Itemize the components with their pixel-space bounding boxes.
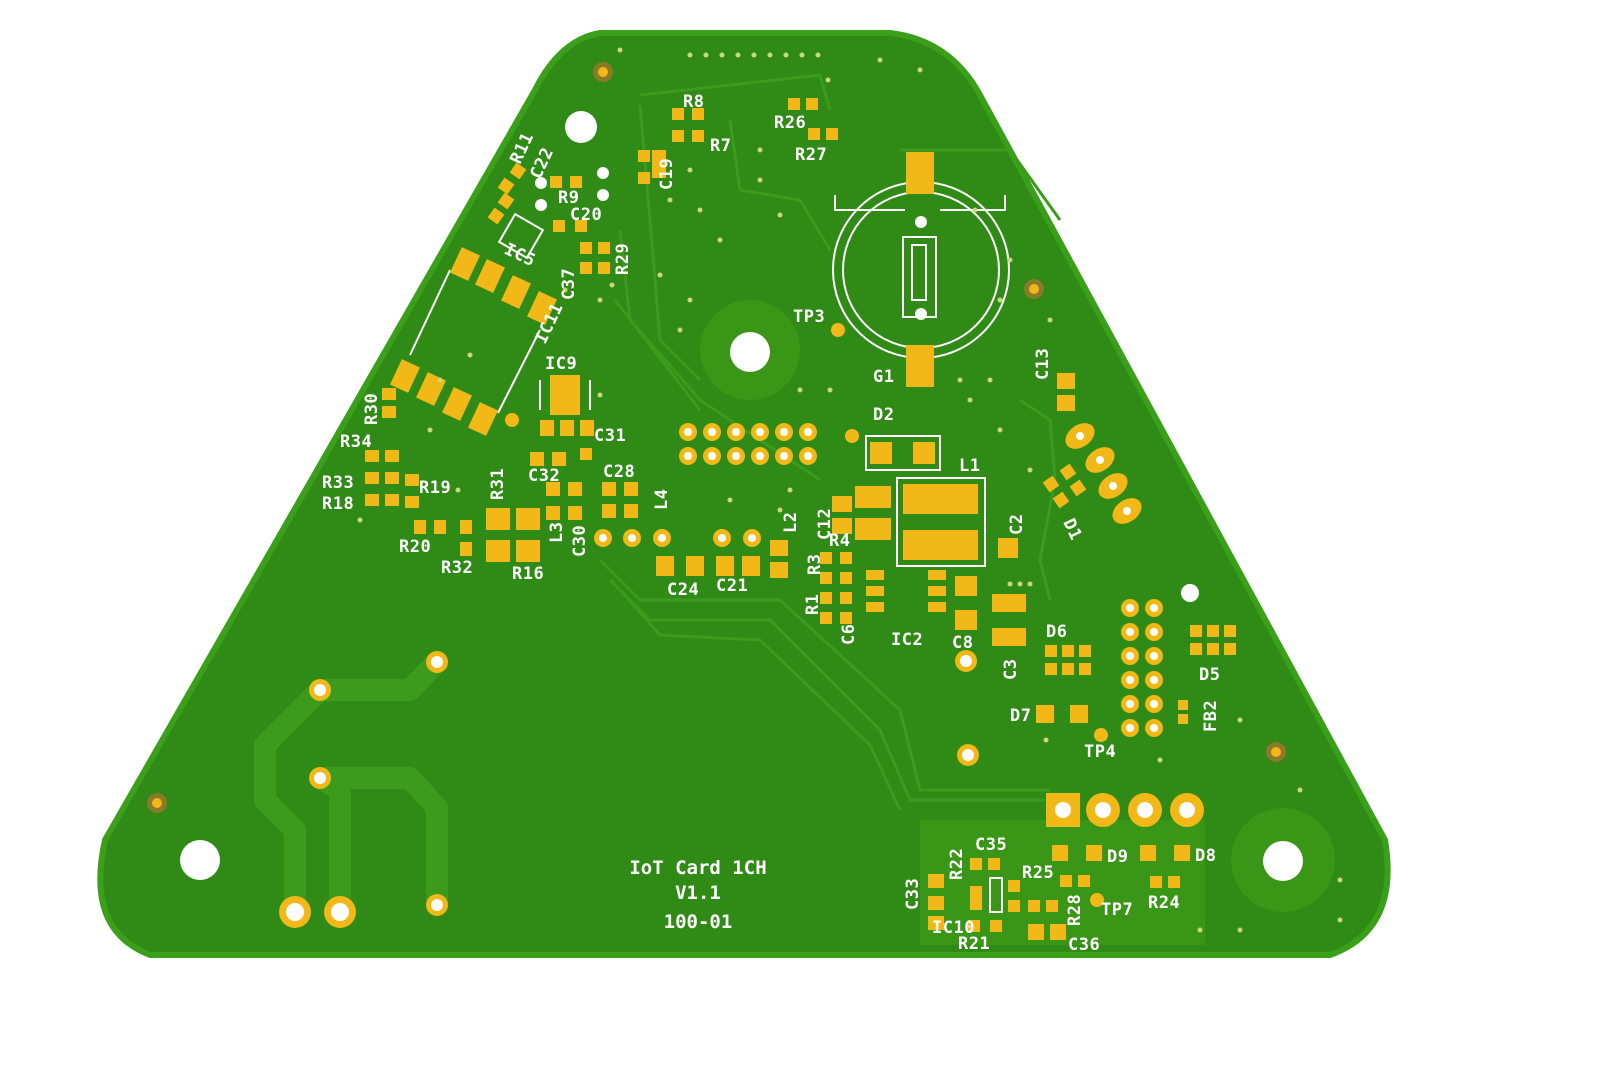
label-R31: R31	[488, 468, 508, 500]
label-C28: C28	[603, 462, 635, 482]
label-C6: C6	[839, 624, 859, 645]
mounting-holes	[180, 111, 1303, 881]
battery-hole	[915, 308, 927, 320]
label-C31: C31	[594, 426, 626, 446]
fiducials	[147, 62, 1286, 813]
label-FB2: FB2	[1201, 700, 1221, 732]
label-C30: C30	[570, 525, 590, 557]
board-outline	[97, 30, 1391, 958]
label-IC9: IC9	[545, 354, 577, 374]
label-R27: R27	[795, 145, 827, 165]
label-R3: R3	[805, 554, 825, 575]
vias	[357, 47, 1343, 933]
label-C37: C37	[559, 268, 579, 300]
label-D5: D5	[1199, 665, 1220, 685]
ic11-outline	[409, 269, 541, 414]
label-L4: L4	[652, 489, 672, 510]
label-R32: R32	[441, 558, 473, 578]
label-D2: D2	[873, 405, 894, 425]
label-R24: R24	[1148, 893, 1180, 913]
test-points	[505, 323, 1108, 907]
l1-outline	[896, 477, 986, 567]
label-C32: C32	[528, 466, 560, 486]
label-C3: C3	[1001, 659, 1021, 680]
label-C13: C13	[1033, 348, 1053, 380]
label-R25: R25	[1022, 863, 1054, 883]
label-R19: R19	[419, 478, 451, 498]
label-R9: R9	[558, 188, 579, 208]
label-C8: C8	[952, 633, 973, 653]
label-R29: R29	[613, 243, 633, 275]
label-C19: C19	[657, 158, 677, 190]
title-line-2: V1.1	[675, 882, 721, 904]
label-R18: R18	[322, 494, 354, 514]
title-line-1: IoT Card 1CH	[629, 857, 766, 879]
label-C2: C2	[1007, 514, 1027, 535]
board-title: IoT Card 1CH V1.1 100-01	[629, 857, 766, 933]
label-C21: C21	[716, 576, 748, 596]
label-R7: R7	[710, 136, 731, 156]
label-C35: C35	[975, 835, 1007, 855]
label-R28: R28	[1065, 894, 1085, 926]
label-R22: R22	[947, 848, 967, 880]
ic11-pads	[390, 247, 557, 436]
smd-pads	[365, 98, 1236, 940]
d2-outline	[865, 435, 941, 471]
battery-pad-bottom	[906, 345, 934, 387]
label-R30: R30	[362, 393, 382, 425]
label-R34: R34	[340, 432, 372, 452]
label-L2: L2	[781, 512, 801, 533]
d1-pads	[1065, 423, 1142, 524]
ic9-pad	[550, 375, 580, 415]
ic9-outline	[539, 380, 591, 410]
battery-pad-top	[906, 152, 934, 194]
ic10-outline	[989, 877, 1003, 913]
label-R26: R26	[774, 113, 806, 133]
label-C12: C12	[815, 508, 835, 540]
ic5-outline	[497, 212, 545, 260]
antenna-pads	[279, 651, 448, 928]
label-C24: C24	[667, 580, 699, 600]
label-D9: D9	[1107, 847, 1128, 867]
label-IC2: IC2	[891, 630, 923, 650]
label-R16: R16	[512, 564, 544, 584]
label-TP3: TP3	[793, 307, 825, 327]
header-pins	[679, 423, 1163, 737]
label-D7: D7	[1010, 706, 1031, 726]
label-L1: L1	[959, 456, 980, 476]
label-R8: R8	[683, 92, 704, 112]
label-R1: R1	[803, 594, 823, 615]
title-line-3: 100-01	[664, 911, 733, 933]
label-R20: R20	[399, 537, 431, 557]
label-R21: R21	[958, 934, 990, 954]
label-D8: D8	[1195, 846, 1216, 866]
label-D6: D6	[1046, 622, 1067, 642]
label-C20: C20	[570, 205, 602, 225]
label-R4: R4	[829, 531, 850, 551]
label-C36: C36	[1068, 935, 1100, 955]
label-R33: R33	[322, 473, 354, 493]
label-TP7: TP7	[1101, 900, 1133, 920]
silkscreen-labels: R8 R7 R26 R27 R11 C22 C19 R9 C20 IC5 R29…	[322, 92, 1221, 955]
label-IC10: IC10	[932, 918, 975, 938]
label-G1: G1	[873, 367, 894, 387]
label-L3: L3	[547, 522, 567, 543]
terminal-pads	[1046, 793, 1204, 827]
label-C33: C33	[903, 878, 923, 910]
battery-hole	[915, 216, 927, 228]
label-TP4: TP4	[1084, 742, 1116, 762]
